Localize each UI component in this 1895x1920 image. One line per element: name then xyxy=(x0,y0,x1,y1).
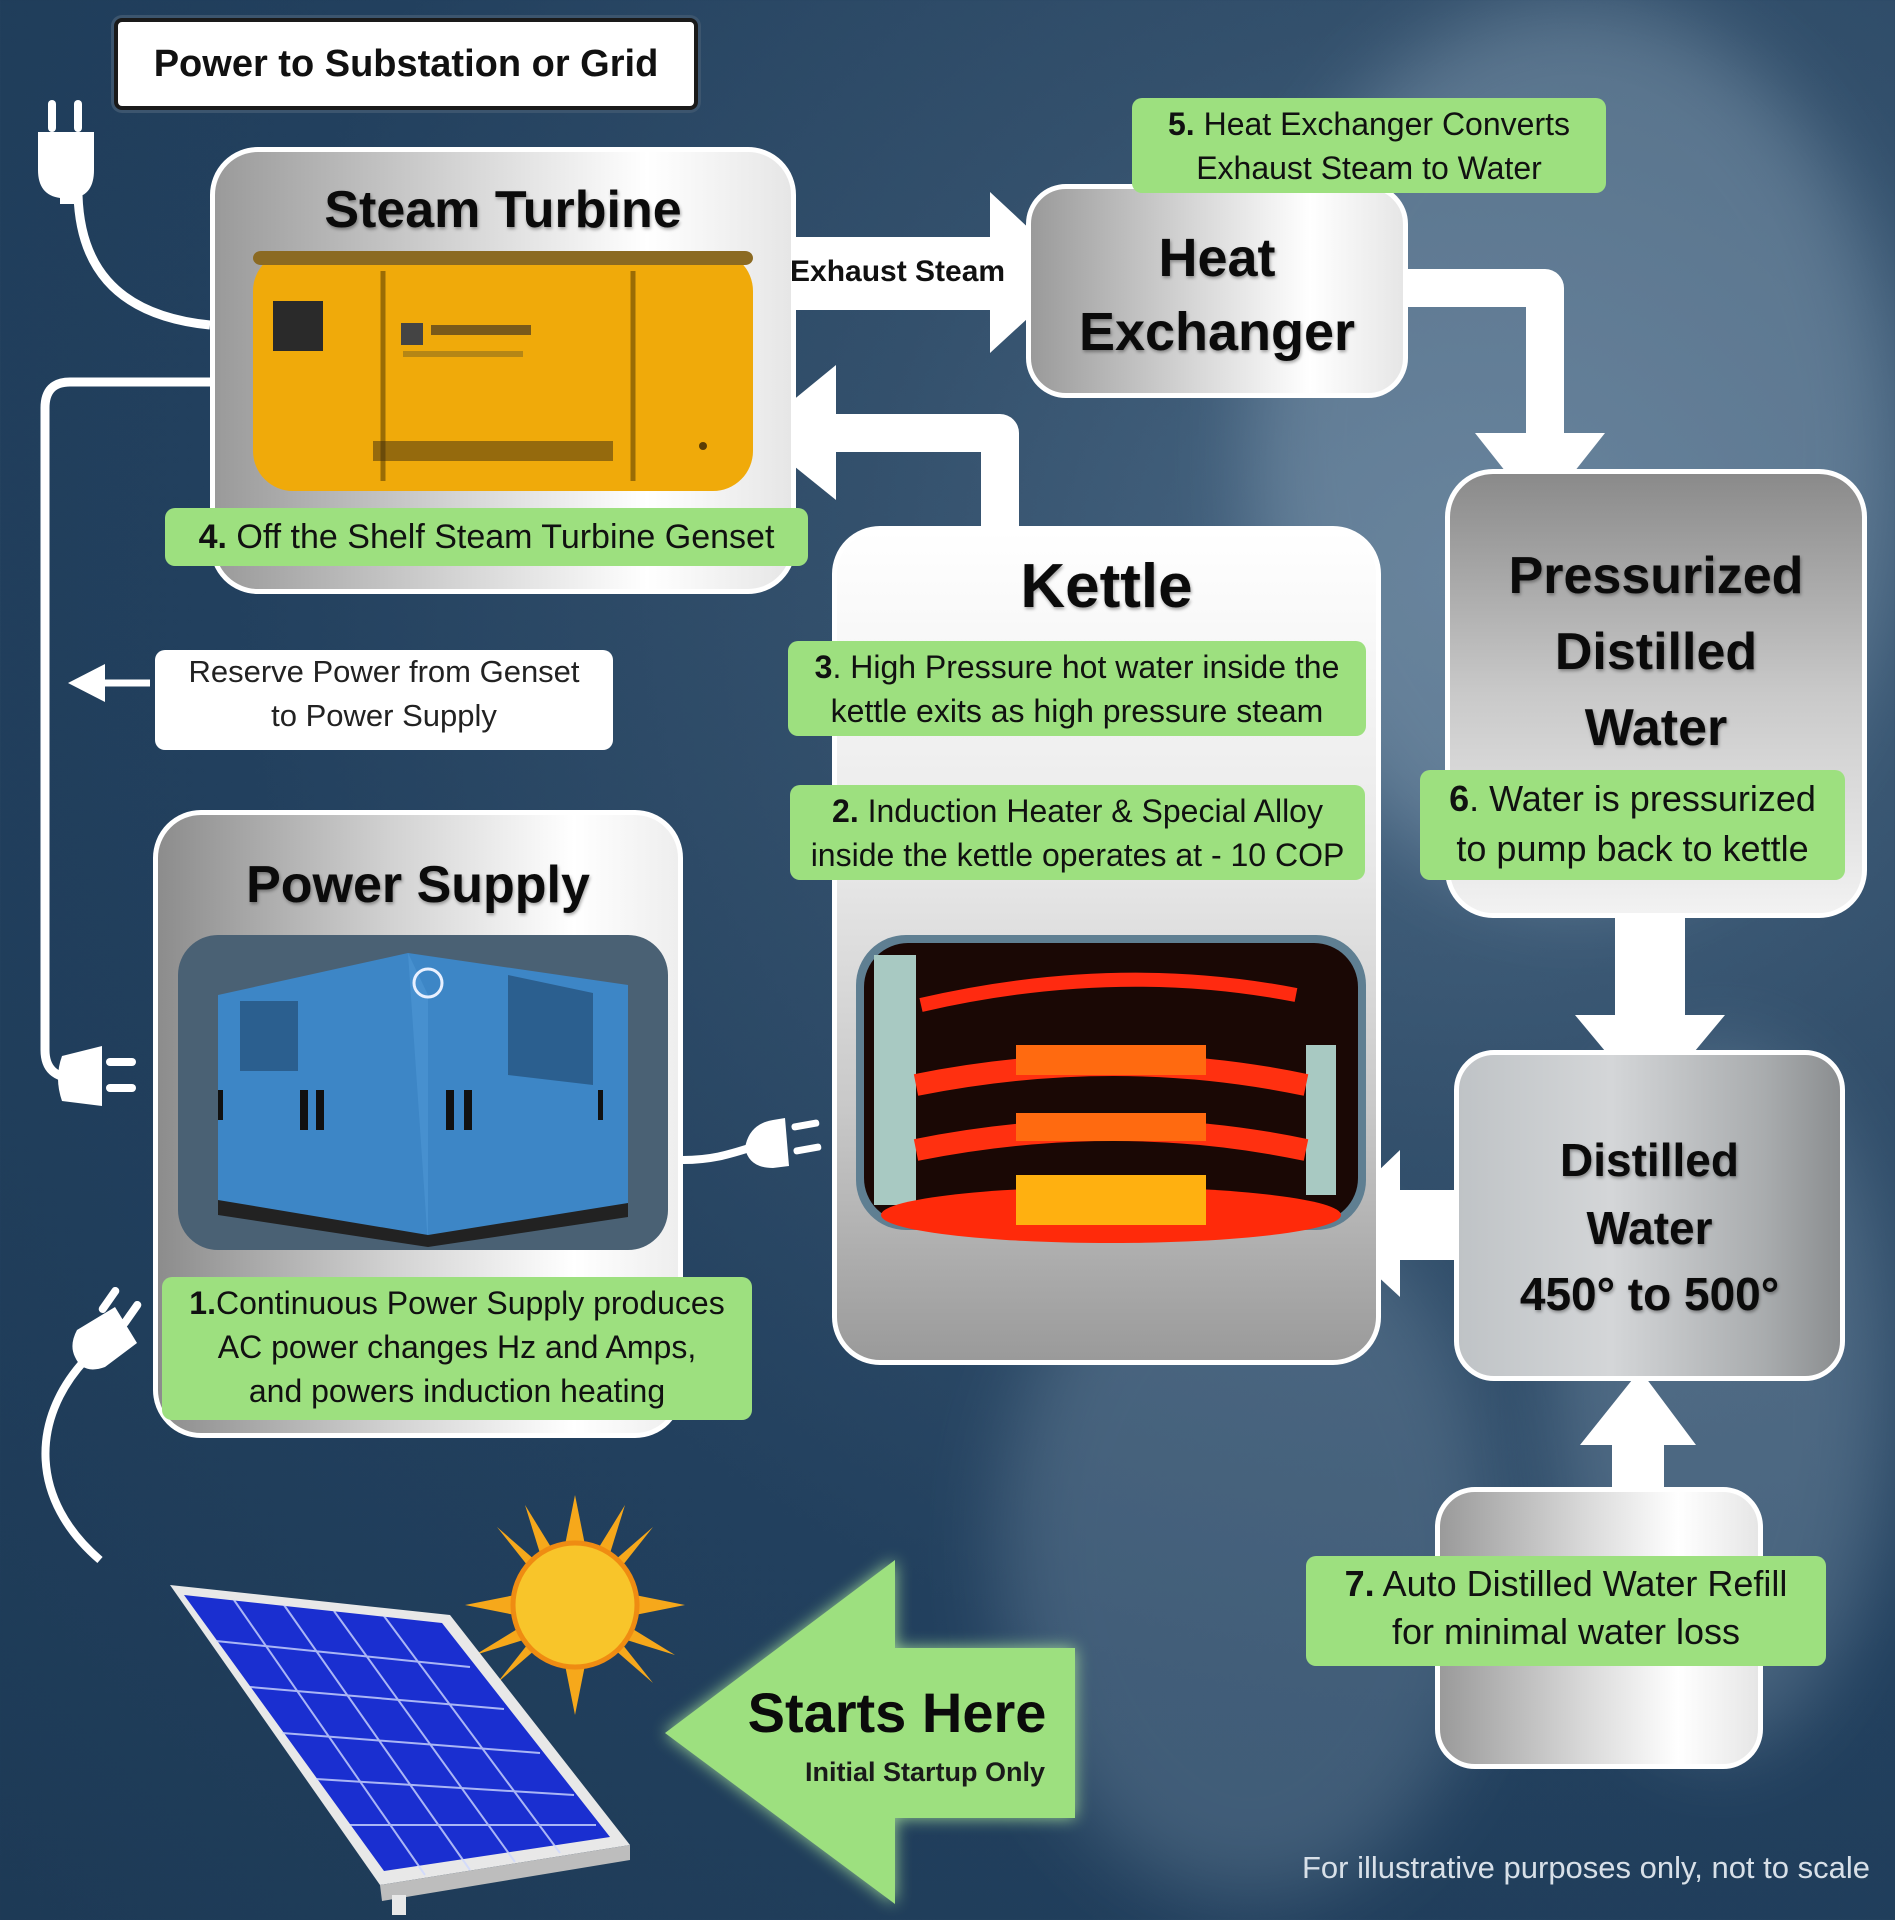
reserve-label-line2: to Power Supply xyxy=(271,698,497,733)
heat-exchanger-box: Heat Exchanger xyxy=(1026,184,1408,398)
grid-label: Power to Substation or Grid xyxy=(114,18,698,110)
distilled-water-box: Distilled Water 450° to 500° xyxy=(1454,1050,1845,1381)
steam-turbine-image xyxy=(253,251,753,491)
distilled-temperature: 450° to 500° xyxy=(1519,1268,1780,1320)
distilled-title-line1: Distilled xyxy=(1560,1134,1739,1186)
starts-here-subtitle: Initial Startup Only xyxy=(804,1757,1046,1787)
kettle-to-turbine-arrow xyxy=(820,414,1019,526)
hx-to-pressurized-arrow xyxy=(1408,269,1564,435)
step-3-number: 3 xyxy=(814,649,833,685)
pressurized-to-distilled-arrow xyxy=(1615,918,1685,1018)
step-3-line1: . High Pressure hot water inside the xyxy=(832,649,1340,685)
step-1-label: 1.Continuous Power Supply produces AC po… xyxy=(162,1277,752,1420)
grid-cable xyxy=(73,194,211,330)
step-2-number: 2. xyxy=(832,793,859,829)
step-5-line1: Heat Exchanger Converts xyxy=(1203,106,1570,142)
pressurized-title-line1: Pressurized xyxy=(1508,547,1804,605)
pressurized-title-line2: Distilled xyxy=(1554,623,1758,681)
step-4-text: Off the Shelf Steam Turbine Genset xyxy=(236,518,775,556)
distilled-title-line2: Water xyxy=(1586,1202,1713,1254)
step-1-line2: AC power changes Hz and Amps, xyxy=(217,1329,697,1365)
step-7-line1: Auto Distilled Water Refill xyxy=(1374,1563,1788,1604)
steam-turbine-title: Steam Turbine xyxy=(324,181,682,239)
plug-icon xyxy=(38,100,94,204)
step-4-number: 4. xyxy=(198,518,227,556)
step-7-line2: for minimal water loss xyxy=(1391,1611,1741,1652)
plug-icon xyxy=(58,1046,136,1106)
induction-coil-image xyxy=(856,935,1366,1243)
kettle-title: Kettle xyxy=(1020,552,1193,621)
solar-cable xyxy=(41,1357,103,1564)
step-2-label: 2. Induction Heater & Special Alloy insi… xyxy=(790,785,1365,880)
step-1-line1: Continuous Power Supply produces xyxy=(215,1285,725,1321)
step-5-line2: Exhaust Steam to Water xyxy=(1196,150,1542,186)
reserve-arrow-head xyxy=(68,664,105,702)
exhaust-steam-label: Exhaust Steam xyxy=(790,255,1006,288)
step-6-label: 6. Water is pressurized to pump back to … xyxy=(1420,770,1845,880)
heat-exchanger-title-line1: Heat xyxy=(1158,228,1276,288)
power-supply-title: Power Supply xyxy=(246,856,590,914)
plug-icon xyxy=(745,1118,822,1168)
step-7-label: 7. Auto Distilled Water Refill for minim… xyxy=(1306,1556,1826,1666)
sun-icon xyxy=(465,1495,685,1715)
exhaust-steam-arrow xyxy=(769,192,1077,353)
solar-panel-icon xyxy=(170,1585,630,1915)
starts-here-arrow xyxy=(665,1560,1075,1904)
step-4-label: 4. Off the Shelf Steam Turbine Genset xyxy=(165,508,808,566)
starts-here-title: Starts Here xyxy=(747,1681,1047,1744)
step-1-number: 1. xyxy=(189,1285,216,1321)
reserve-label-line1: Reserve Power from Genset xyxy=(188,654,580,689)
step-6-line1: . Water is pressurized xyxy=(1469,778,1816,819)
step-2-line1: Induction Heater & Special Alloy xyxy=(858,793,1323,829)
refill-to-distilled-arrow-head xyxy=(1580,1370,1696,1445)
grid-label-text: Power to Substation or Grid xyxy=(153,43,659,85)
disclaimer-text: For illustrative purposes only, not to s… xyxy=(1301,1850,1870,1885)
step-3-line2: kettle exits as high pressure steam xyxy=(830,693,1324,729)
step-6-number: 6 xyxy=(1449,778,1470,819)
power-supply-image xyxy=(178,935,668,1250)
step-2-line2: inside the kettle operates at - 10 COP xyxy=(810,837,1345,873)
reserve-power-label: Reserve Power from Genset to Power Suppl… xyxy=(155,650,613,750)
step-1-line3: and powers induction heating xyxy=(248,1373,666,1409)
heat-exchanger-title-line2: Exchanger xyxy=(1078,302,1356,362)
plug-icon xyxy=(72,1286,142,1370)
step-6-line2: to pump back to kettle xyxy=(1456,828,1809,869)
step-3-label: 3. High Pressure hot water inside the ke… xyxy=(788,641,1366,736)
pressurized-title-line3: Water xyxy=(1584,699,1728,757)
step-5-number: 5. xyxy=(1168,106,1195,142)
step-7-number: 7. xyxy=(1344,1563,1375,1604)
step-5-label: 5. Heat Exchanger Converts Exhaust Steam… xyxy=(1132,98,1606,193)
